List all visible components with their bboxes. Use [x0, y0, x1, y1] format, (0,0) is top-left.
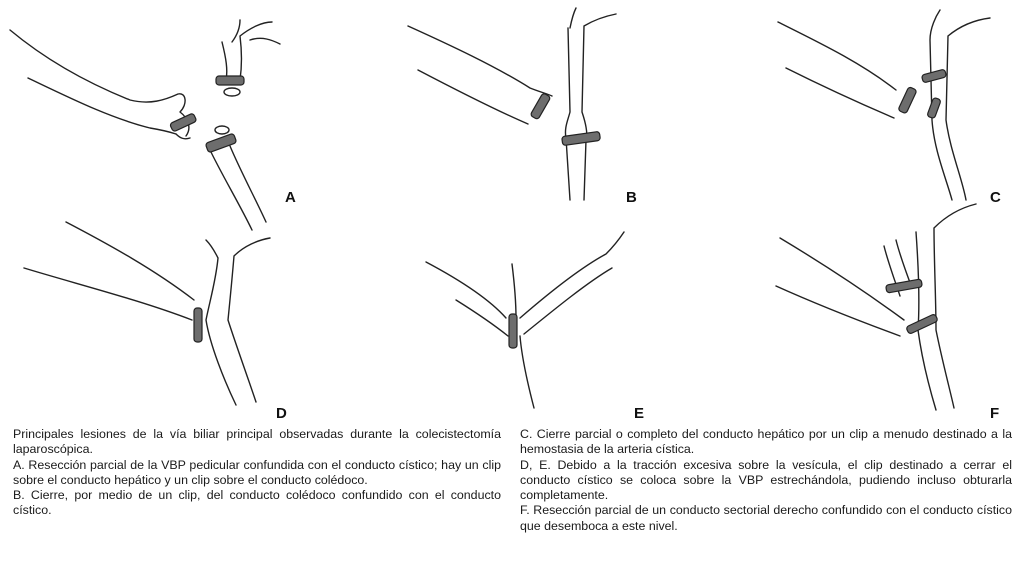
hepatic-duct-upper [222, 20, 280, 80]
gallbladder-outline [778, 22, 896, 118]
common-duct [512, 232, 624, 408]
panel-e: E [426, 232, 644, 420]
panel-label-e: E [634, 405, 644, 420]
caption-paragraph: A. Resección parcial de la VBP pedicular… [13, 458, 501, 489]
panel-label-d: D [276, 405, 287, 420]
caption-right: C. Cierre parcial o completo del conduct… [520, 427, 1012, 534]
clip [886, 279, 923, 293]
panel-label-a: A [285, 189, 296, 206]
clip [927, 97, 941, 119]
panel-label-f: F [990, 405, 999, 420]
gallbladder-outline [24, 222, 194, 320]
duct-lumen [215, 126, 229, 134]
caption-paragraph: B. Cierre, por medio de un clip, del con… [13, 488, 501, 519]
clip [530, 93, 551, 120]
panel-f: F [776, 204, 999, 420]
clip [562, 131, 601, 145]
panel-b: B [408, 8, 637, 206]
clip [921, 69, 946, 83]
common-duct [916, 204, 976, 410]
gallbladder-outline [426, 262, 508, 336]
duct-lumen [224, 88, 240, 96]
common-duct [565, 8, 616, 200]
caption-paragraph: Principales lesiones de la vía biliar pr… [13, 427, 501, 458]
caption-paragraph: C. Cierre parcial o completo del conduct… [520, 427, 1012, 458]
gallbladder-outline [408, 26, 552, 124]
caption-left: Principales lesiones de la vía biliar pr… [13, 427, 501, 519]
common-bile-duct-lower [210, 146, 266, 230]
clip [906, 314, 938, 335]
cystic-stump [176, 134, 190, 139]
gallbladder-outline [10, 30, 189, 136]
clip [216, 76, 244, 85]
caption-paragraph: D, E. Debido a la tracción excesiva sobr… [520, 458, 1012, 504]
common-duct [206, 238, 270, 405]
caption-paragraph: F. Resección parcial de un conducto sect… [520, 503, 1012, 534]
panel-c: C [778, 10, 1001, 206]
clip [898, 87, 917, 114]
panel-d: D [24, 222, 287, 420]
panel-a: A [10, 20, 296, 230]
clip [194, 308, 202, 342]
gallbladder-outline [776, 238, 904, 336]
bile-duct-injury-figure: A B C D E F [0, 0, 1023, 420]
clip [509, 314, 517, 348]
panel-label-c: C [990, 189, 1001, 206]
panel-label-b: B [626, 189, 637, 206]
